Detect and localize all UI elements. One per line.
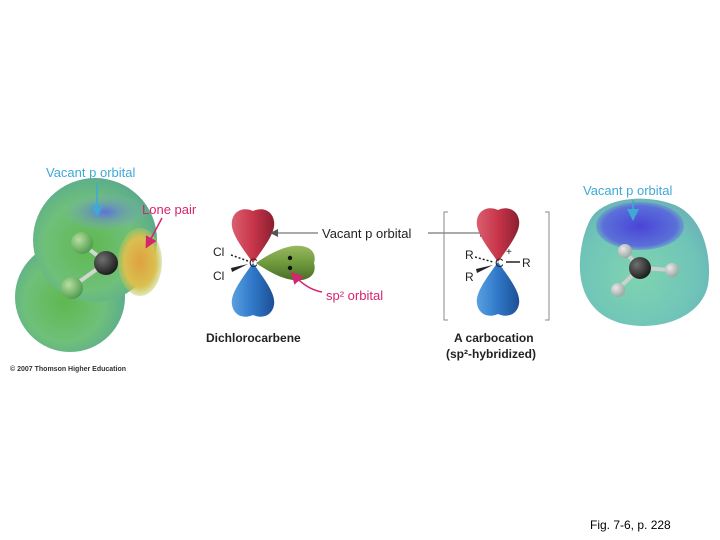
label-vacant-p-left: Vacant p orbital bbox=[46, 165, 136, 180]
callout-arrow-sp2 bbox=[291, 271, 323, 293]
atom-r-top: R bbox=[465, 248, 474, 262]
hydrogen-atom bbox=[618, 244, 632, 258]
label-lone-pair: Lone pair bbox=[142, 202, 197, 217]
label-sp2-orbital: sp² orbital bbox=[326, 288, 384, 303]
electrostatic-map-carbocation bbox=[579, 198, 710, 326]
hydrogen-atom bbox=[611, 283, 625, 297]
chlorine-atom bbox=[71, 232, 93, 254]
callout-arrow-lone-pair bbox=[145, 217, 163, 249]
atom-cl-bottom: Cl bbox=[213, 269, 225, 283]
atom-plus-charge: + bbox=[506, 247, 512, 258]
copyright-notice: © 2007 Thomson Higher Education bbox=[10, 366, 127, 373]
atom-cl-top: Cl bbox=[213, 245, 225, 259]
dichlorocarbene-orbital-model bbox=[230, 209, 315, 317]
electrostatic-map-dichlorocarbene bbox=[15, 178, 162, 352]
caption-carbocation: A carbocation bbox=[454, 331, 534, 345]
caption-dichlorocarbene: Dichlorocarbene bbox=[206, 331, 301, 345]
label-vacant-p-right: Vacant p orbital bbox=[583, 183, 673, 198]
atom-c-carbene: C bbox=[249, 256, 258, 270]
atom-c-cation: C bbox=[495, 256, 504, 270]
chlorine-atom bbox=[61, 277, 83, 299]
carbocation-orbital-model bbox=[443, 208, 550, 321]
atom-r-bottom: R bbox=[465, 270, 474, 284]
label-vacant-p-center: Vacant p orbital bbox=[322, 226, 412, 241]
carbon-atom bbox=[629, 257, 651, 279]
atom-r-right: R bbox=[522, 256, 531, 270]
caption-sp2-hybridized: (sp²-hybridized) bbox=[446, 347, 536, 361]
hydrogen-atom bbox=[665, 263, 679, 277]
figure-reference: Fig. 7-6, p. 228 bbox=[590, 518, 671, 532]
carbon-atom bbox=[94, 251, 118, 275]
